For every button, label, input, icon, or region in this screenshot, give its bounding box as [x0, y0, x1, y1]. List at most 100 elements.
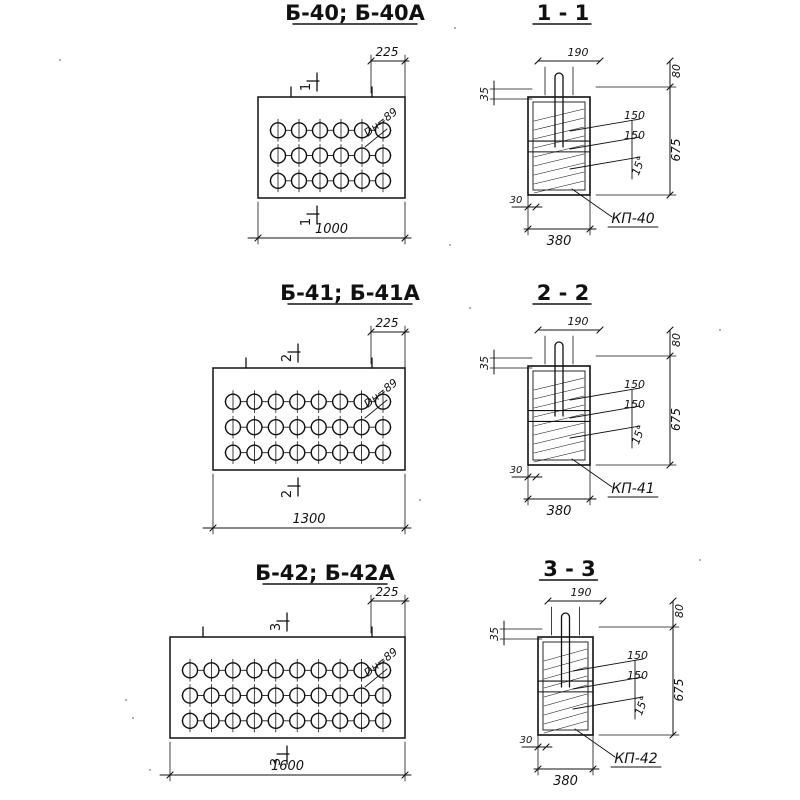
dimension-tick — [401, 597, 409, 605]
dimension-tick — [669, 731, 677, 739]
length-dim-label: 1000 — [315, 222, 348, 237]
scan-speck — [125, 699, 127, 701]
spacing-label-2: 150 — [624, 398, 645, 411]
dimension-tick — [534, 57, 542, 65]
height-dim-label: 675 — [669, 139, 683, 162]
scan-speck — [59, 59, 61, 61]
section-hatch — [533, 171, 585, 185]
hole-leader — [364, 399, 388, 419]
dimension-tick — [666, 326, 674, 334]
left-offset-label: 35 — [478, 87, 491, 101]
width-dim-label: 380 — [553, 774, 578, 789]
section-hatch — [543, 711, 588, 725]
length-dim-label: 1600 — [271, 759, 304, 774]
edge-dim-label: 225 — [376, 316, 399, 330]
edge-dim-label: 225 — [376, 585, 399, 599]
dimension-tick — [254, 234, 262, 242]
plan-title: Б-41; Б-41А — [280, 281, 421, 305]
dimension-tick — [666, 461, 674, 469]
section-hatch — [543, 702, 588, 716]
plate-label: КП-40 — [611, 211, 654, 227]
dimension-tick — [401, 524, 409, 532]
spacing-leader — [569, 136, 641, 150]
spacing-label-1: 150 — [624, 378, 645, 391]
section-outline — [537, 636, 594, 736]
dimension-tick — [586, 495, 594, 503]
section-mark-bottom: 2 — [280, 490, 295, 498]
section-mark-top: 3 — [269, 623, 284, 631]
edge-dim-label: 225 — [376, 45, 399, 59]
dimension-tick — [596, 326, 604, 334]
plate-label: КП-42 — [614, 751, 657, 767]
dimension-tick — [542, 743, 550, 751]
spacing-leader — [569, 425, 641, 439]
left-offset-label: 35 — [478, 356, 491, 370]
section-hatch — [543, 693, 588, 707]
dimension-tick — [524, 225, 532, 233]
dimension-tick — [401, 771, 409, 779]
section-hatch — [543, 675, 588, 689]
plan-title: Б-40; Б-40А — [285, 1, 426, 25]
block-outline — [212, 367, 406, 471]
scan-speck — [699, 559, 701, 561]
scan-speck — [454, 27, 456, 29]
plate-leader — [571, 188, 613, 218]
spacing-leader — [569, 156, 641, 170]
dimension-tick — [666, 191, 674, 199]
section-hatch — [533, 162, 585, 176]
top-dim-label: 190 — [568, 46, 589, 59]
section-title: 3 - 3 — [543, 557, 596, 581]
spacing-label-1: 150 — [624, 109, 645, 122]
dimension-tick — [544, 597, 552, 605]
dimension-tick — [599, 597, 607, 605]
dimension-tick — [534, 326, 542, 334]
section-hatch — [533, 117, 585, 131]
hole-leader — [364, 668, 388, 688]
section-hatch — [533, 135, 585, 149]
width-dim-label: 380 — [547, 504, 572, 519]
section-hatch — [533, 449, 585, 463]
dimension-tick — [669, 623, 677, 631]
dimension-tick — [596, 57, 604, 65]
spacing-leader — [569, 405, 641, 419]
dimension-tick — [401, 57, 409, 65]
section-hatch — [543, 720, 588, 734]
scan-speck — [719, 329, 721, 331]
top-dim-label: 190 — [571, 586, 592, 599]
lifting-loop-section — [554, 341, 564, 417]
width-dim-label: 380 — [547, 234, 572, 249]
section-hatch — [543, 684, 588, 698]
scan-speck — [449, 244, 451, 246]
dimension-tick — [532, 203, 540, 211]
section-outline — [527, 365, 591, 466]
dimension-tick — [669, 597, 677, 605]
spacing-leader — [572, 676, 644, 690]
section-hatch — [533, 180, 585, 194]
spacing-label-1: 150 — [627, 649, 648, 662]
height-dim-label: 675 — [672, 679, 686, 702]
spacing-label-2: 150 — [627, 669, 648, 682]
section-hatch — [543, 648, 588, 662]
section-hatch — [533, 431, 585, 445]
spacing-leader — [572, 658, 644, 672]
top-offset-label: 80 — [670, 333, 683, 347]
section-hatch — [533, 440, 585, 454]
section-hatch — [533, 386, 585, 400]
height-dim-label: 675 — [669, 408, 683, 431]
section-hatch — [533, 153, 585, 167]
scan-speck — [149, 769, 151, 771]
angle-label: 15° — [632, 694, 651, 717]
section-mark-top: 1 — [299, 83, 314, 91]
top-dim-label: 190 — [568, 315, 589, 328]
section-mark-top: 2 — [280, 354, 295, 362]
section-hatch — [533, 422, 585, 436]
dimension-tick — [367, 57, 375, 65]
scan-speck — [419, 499, 421, 501]
block-outline — [257, 96, 406, 199]
dimension-tick — [666, 83, 674, 91]
spacing-leader — [569, 118, 641, 132]
